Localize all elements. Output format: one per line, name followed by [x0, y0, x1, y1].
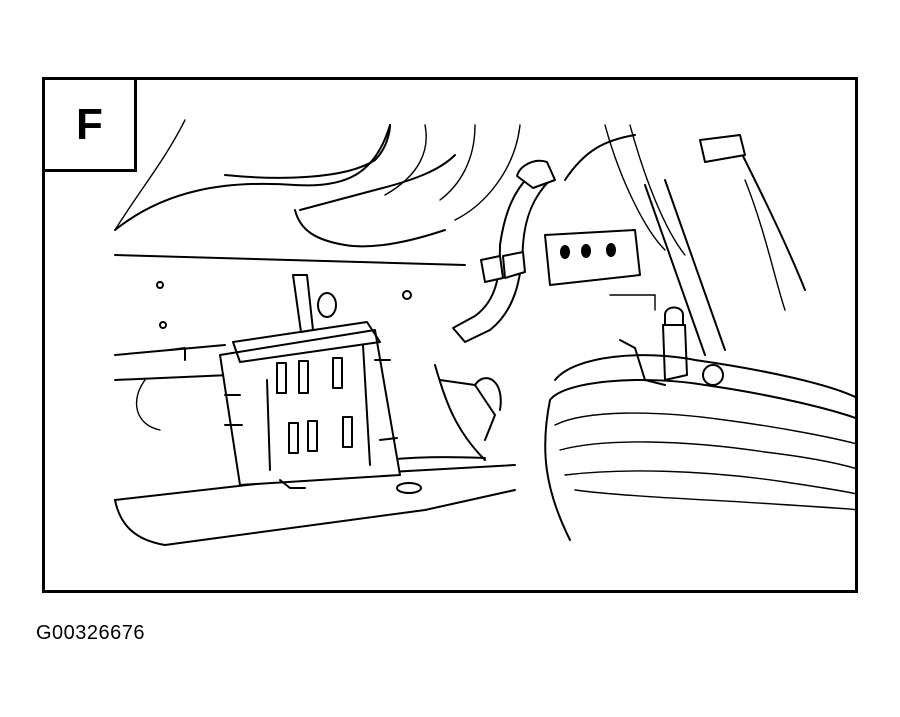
underbody-line-drawing [114, 119, 855, 546]
panel-label: F [76, 99, 103, 149]
panel-label-box: F [45, 80, 137, 172]
figure-id: G00326676 [36, 622, 146, 644]
illustration-frame: F [42, 77, 858, 593]
